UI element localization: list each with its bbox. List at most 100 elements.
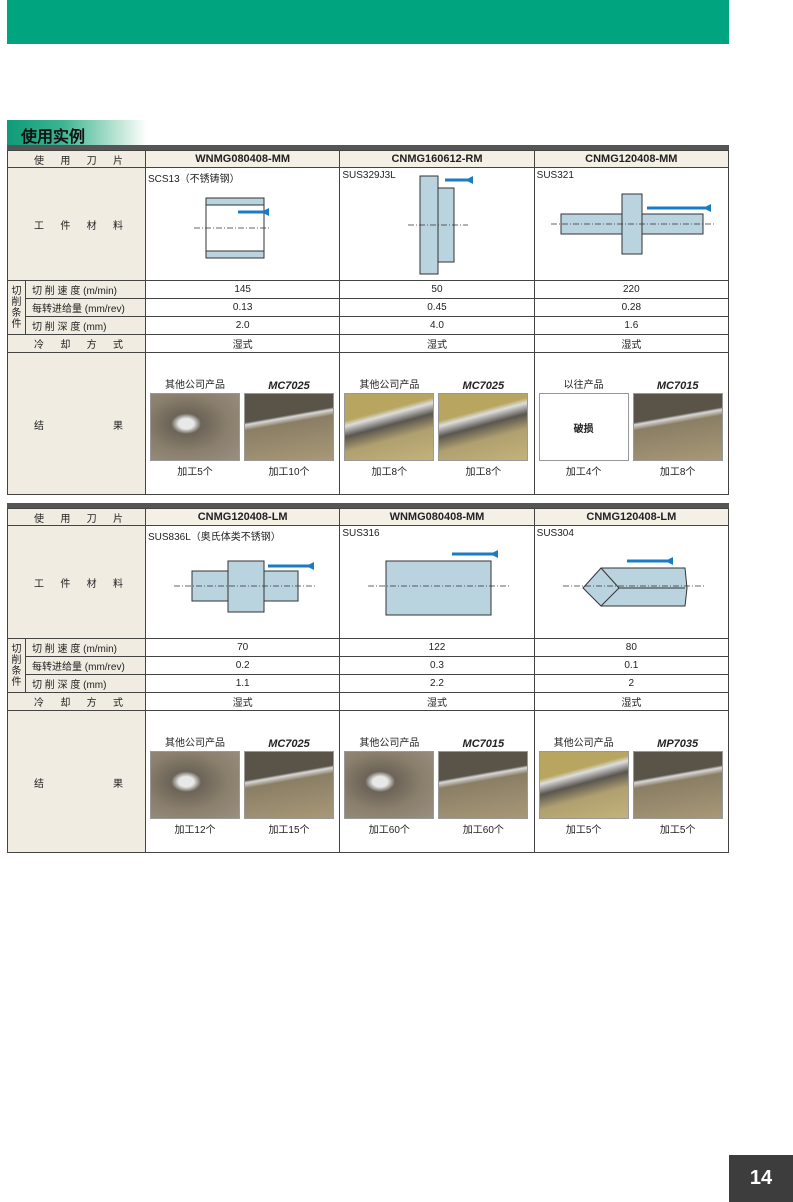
machined-count: 加工15个 <box>268 825 310 836</box>
label-char: 使 <box>34 155 44 167</box>
label-char: 结 <box>34 421 44 432</box>
sleeve-diagram-icon <box>194 197 271 259</box>
label-char: 用 <box>60 155 71 167</box>
machined-count: 加工5个 <box>659 825 696 836</box>
label-char: 件 <box>60 578 71 590</box>
label-char: 却 <box>60 340 71 351</box>
material-name: SUS316 <box>342 528 380 539</box>
brand-grade: MC7025 <box>268 380 310 392</box>
section-title-text: 使用实例 <box>21 129 86 146</box>
material-name: SUS329J3L <box>342 170 396 181</box>
flange-diagram-icon <box>408 175 474 275</box>
label-char: 式 <box>112 698 123 709</box>
hex-bar-diagram-icon <box>562 557 705 607</box>
result-item: MC7015 加工8个 <box>632 379 723 478</box>
result-item: MC7015 加工60个 <box>438 737 529 836</box>
insert-wear-photo <box>244 751 334 819</box>
insert-wear-photo <box>150 751 240 819</box>
insert-label: 使用刀片 <box>7 508 146 526</box>
brand-grade: MC7015 <box>462 738 505 750</box>
result-item: 其他公司产品加工5个 <box>538 737 629 836</box>
label-char: 却 <box>60 698 71 709</box>
depth-value: 4.0 <box>339 316 535 335</box>
depth-value: 2.0 <box>144 316 341 335</box>
machined-count: 加工60个 <box>462 825 504 836</box>
depth-label: 切 削 深 度 (mm) <box>25 674 146 693</box>
material-name: SUS304 <box>536 528 574 539</box>
brand-grade: MC7015 <box>656 380 699 392</box>
insert-wear-photo <box>438 393 529 461</box>
result-label: 结果 <box>7 710 146 853</box>
insert-name: CNMG120408-MM <box>533 150 730 168</box>
table-top-rule <box>7 503 729 508</box>
feed-value: 0.2 <box>144 656 341 675</box>
depth-value: 2.2 <box>339 674 535 693</box>
result-item: MP7035 加工5个 <box>632 737 723 836</box>
table-top-rule <box>7 145 729 150</box>
feed-value: 0.3 <box>339 656 535 675</box>
product-label: 以往产品 <box>563 380 604 391</box>
result-cell: 其他公司产品加工5个 MP7035 加工5个 <box>533 710 730 853</box>
feed-label: 每转进给量 (mm/rev) <box>25 298 146 317</box>
brand-grade: MP7035 <box>657 738 699 750</box>
feed-value: 0.13 <box>144 298 341 317</box>
result-item: 其他公司产品加工5个 <box>150 379 240 478</box>
depth-value: 1.6 <box>533 316 730 335</box>
insert-wear-photo <box>150 393 240 461</box>
speed-value: 50 <box>339 280 535 299</box>
label-char: 果 <box>113 779 123 790</box>
speed-label: 切 削 速 度 (m/min) <box>25 638 146 657</box>
section-title: 使用实例 <box>7 120 147 146</box>
insert-wear-photo <box>632 393 723 461</box>
product-label: 其他公司产品 <box>165 380 225 391</box>
result-item: 以往产品破损加工4个 <box>538 379 629 478</box>
cooling-value: 湿式 <box>339 334 535 353</box>
insert-name: CNMG120408-LM <box>533 508 730 526</box>
header-bar <box>7 0 729 44</box>
cutting-conditions-label: 切削条件 <box>7 638 26 693</box>
product-label: 其他公司产品 <box>359 380 420 391</box>
page-number: 14 <box>729 1155 793 1202</box>
label-char: 式 <box>112 340 123 351</box>
speed-value: 80 <box>533 638 730 657</box>
label-char: 刀 <box>86 155 97 167</box>
label-char: 刀 <box>86 513 97 525</box>
material-cell: SUS304 <box>533 525 730 639</box>
material-name: SUS836L（奥氏体类不锈钢） <box>148 532 281 543</box>
label-char: 使 <box>34 513 44 525</box>
machined-count: 加工12个 <box>174 825 216 836</box>
machined-count: 加工60个 <box>368 825 410 836</box>
material-label: 工件材料 <box>7 525 146 639</box>
label-char: 料 <box>112 220 123 232</box>
shaft-collar-diagram-icon <box>550 193 715 255</box>
cylinder-diagram-icon <box>368 550 511 616</box>
insert-wear-photo <box>438 751 529 819</box>
label-char: 件 <box>60 220 71 232</box>
insert-label: 使用刀片 <box>7 150 146 168</box>
result-item: 其他公司产品加工8个 <box>344 379 435 478</box>
brand-grade: MC7025 <box>462 380 505 392</box>
insert-wear-photo <box>632 751 723 819</box>
product-label: 其他公司产品 <box>165 738 225 749</box>
label-char: 工 <box>34 578 44 590</box>
speed-label: 切 削 速 度 (m/min) <box>25 280 146 299</box>
material-cell: SUS321 <box>533 167 730 281</box>
machined-count: 加工5个 <box>177 467 213 478</box>
depth-label: 切 削 深 度 (mm) <box>25 316 146 335</box>
machined-count: 加工8个 <box>659 467 696 478</box>
insert-name: WNMG080408-MM <box>144 150 341 168</box>
feed-value: 0.45 <box>339 298 535 317</box>
cooling-value: 湿式 <box>533 334 730 353</box>
result-label: 结果 <box>7 352 146 495</box>
product-label: 其他公司产品 <box>359 738 420 749</box>
product-label: 其他公司产品 <box>553 738 614 749</box>
label-char: 用 <box>60 513 71 525</box>
material-name: SUS321 <box>536 170 574 181</box>
feed-value: 0.28 <box>533 298 730 317</box>
label-char: 片 <box>112 155 123 167</box>
insert-wear-photo <box>344 393 435 461</box>
